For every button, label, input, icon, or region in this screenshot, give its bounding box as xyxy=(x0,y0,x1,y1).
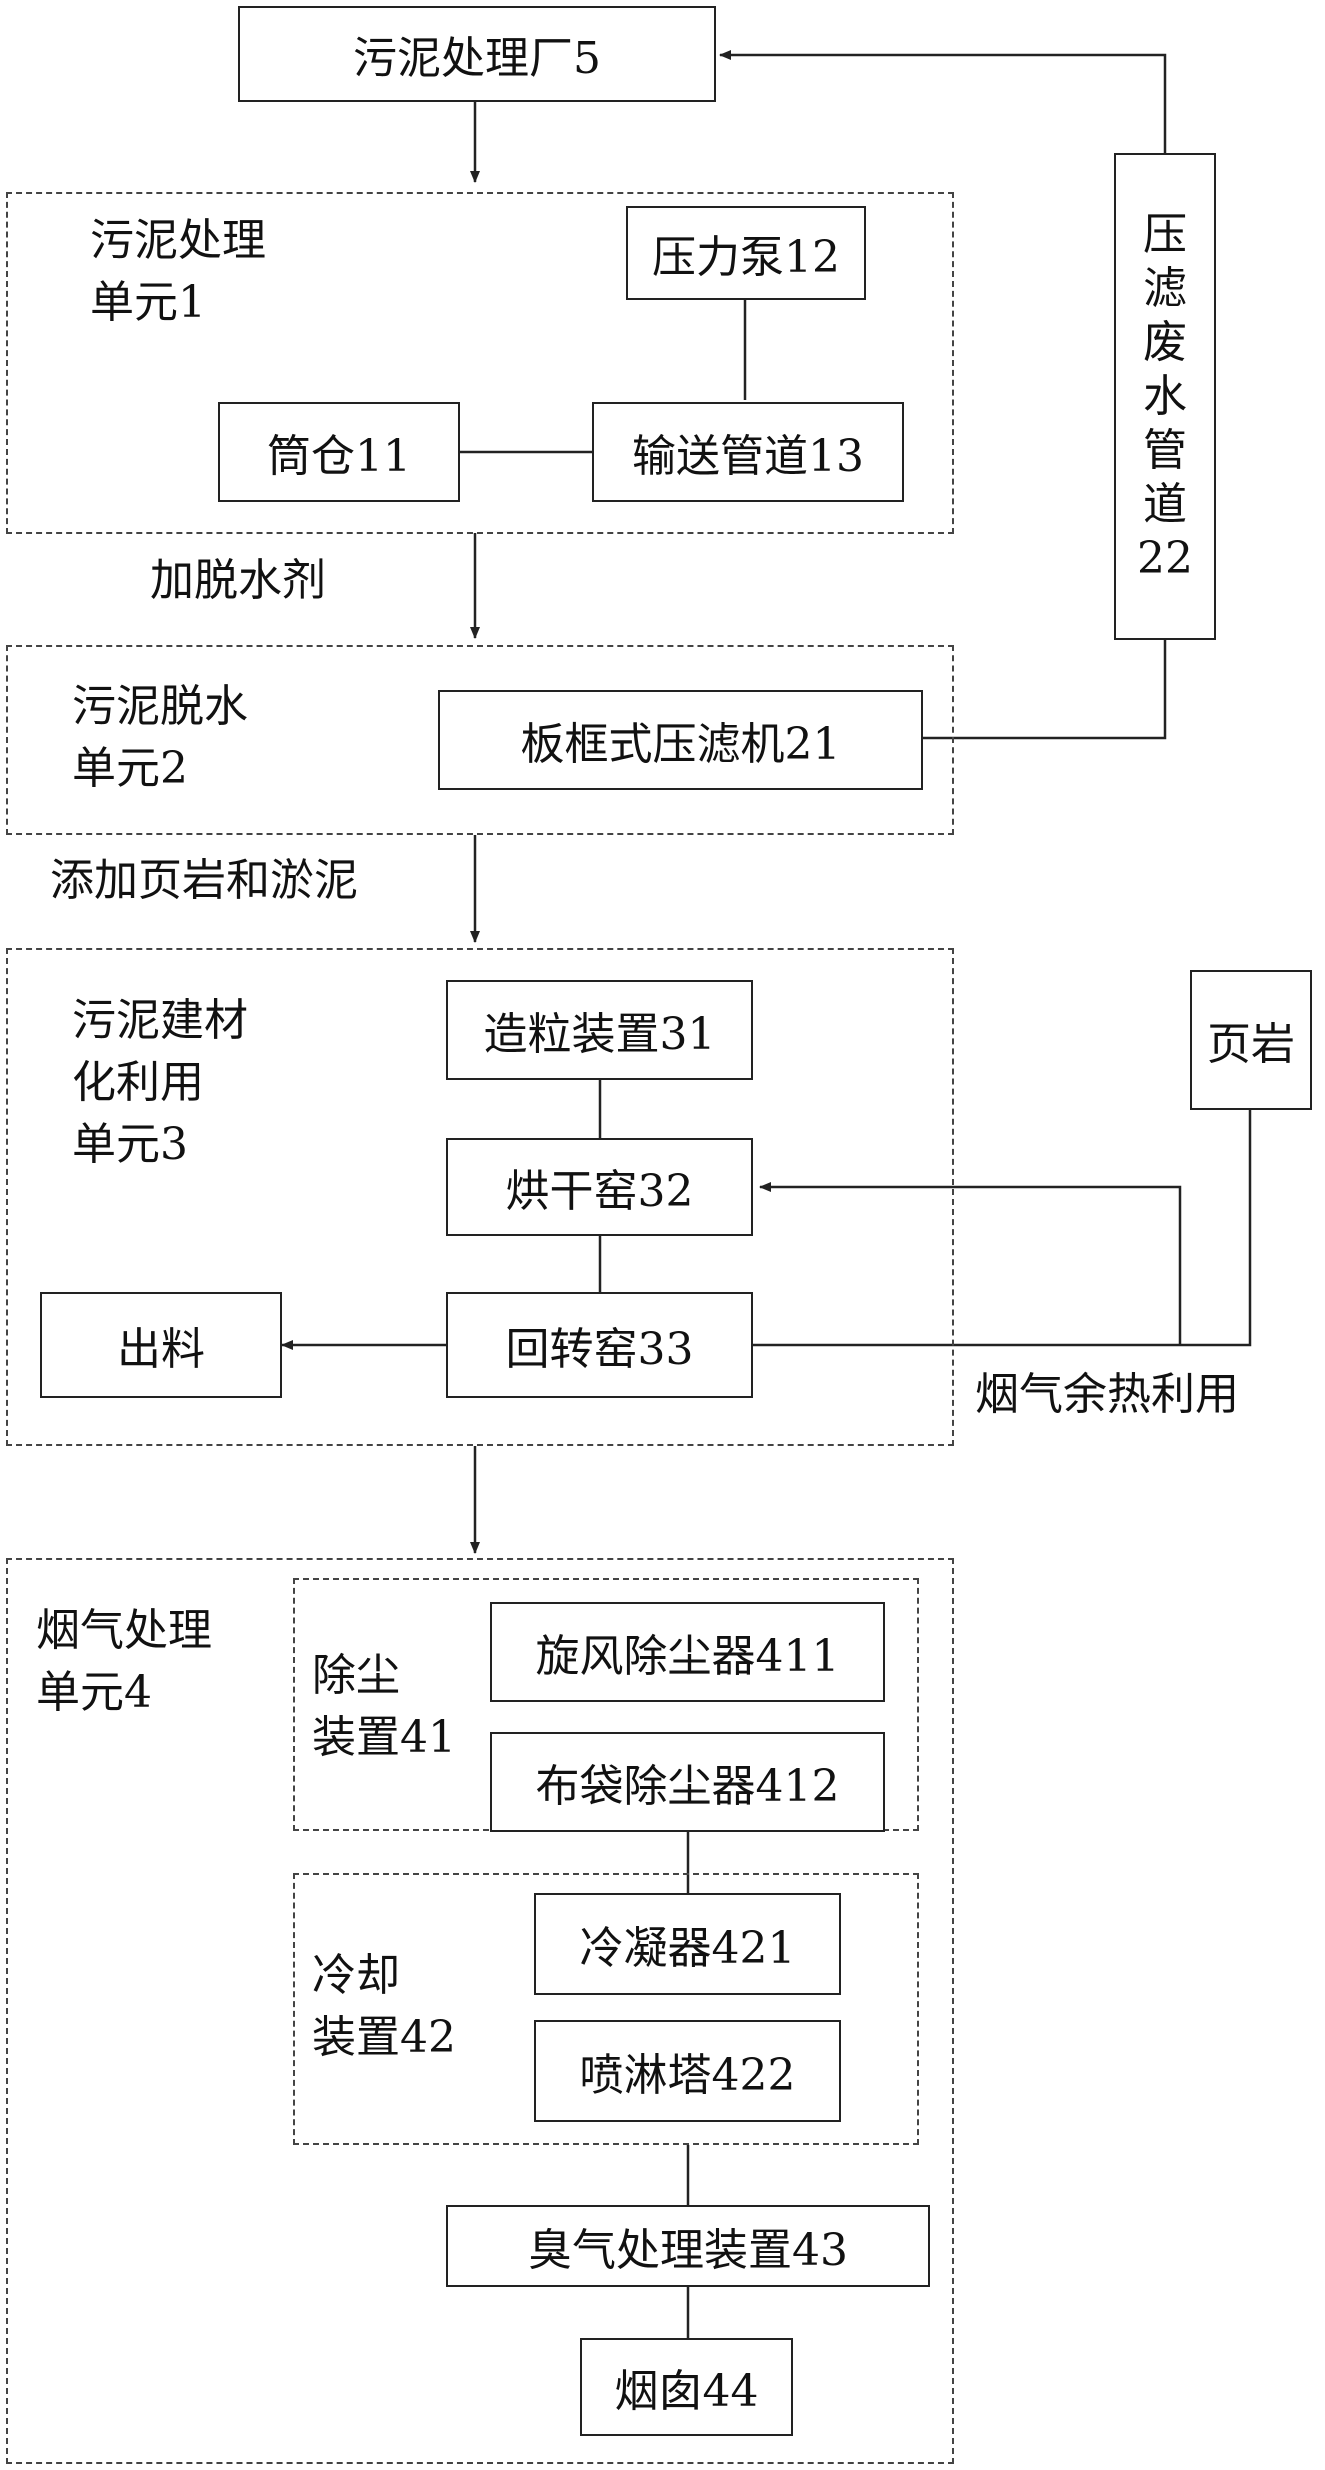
cooling-device xyxy=(293,1873,919,2145)
label-dewatering-agent: 加脱水剂 xyxy=(150,555,326,606)
cyclone-dust-collector: 旋风除尘器411 xyxy=(490,1602,885,1702)
arrow-pipe-to-plant xyxy=(719,50,1167,153)
arrow-heat-to-dryer xyxy=(759,1182,1182,1345)
line-filter-to-pipe xyxy=(923,640,1167,740)
discharge-output: 出料 xyxy=(40,1292,282,1398)
chimney: 烟囱44 xyxy=(580,2338,793,2436)
bag-dust-collector: 布袋除尘器412 xyxy=(490,1732,885,1832)
condenser: 冷凝器421 xyxy=(534,1893,841,1995)
sludge-treatment-plant: 污泥处理厂5 xyxy=(238,6,716,102)
label-add-shale-silt: 添加页岩和淤泥 xyxy=(50,855,358,906)
shale-source: 页岩 xyxy=(1190,970,1312,1110)
pressure-pump: 压力泵12 xyxy=(626,206,866,300)
label-flue-gas-heat-recovery: 烟气余热利用 xyxy=(975,1369,1239,1420)
line-shale xyxy=(1180,1110,1252,1347)
granulator: 造粒装置31 xyxy=(446,980,753,1080)
unit4-label: 烟气处理 单元4 xyxy=(36,1605,212,1718)
silo: 筒仓11 xyxy=(218,402,460,502)
unit1-label: 污泥处理 单元1 xyxy=(90,215,266,328)
building-material-unit xyxy=(6,948,954,1446)
cooling-label: 冷却 装置42 xyxy=(312,1950,456,2063)
dust-removal-label: 除尘 装置41 xyxy=(312,1650,456,1763)
flue-gas-treatment-unit xyxy=(6,1558,954,2464)
unit2-label: 污泥脱水 单元2 xyxy=(72,681,248,794)
spray-tower: 喷淋塔422 xyxy=(534,2020,841,2122)
sludge-dewatering-unit xyxy=(6,645,954,835)
conveying-pipeline: 输送管道13 xyxy=(592,402,904,502)
odor-treatment-device: 臭气处理装置43 xyxy=(446,2205,930,2287)
drying-kiln: 烘干窑32 xyxy=(446,1138,753,1236)
unit3-label: 污泥建材 化利用 单元3 xyxy=(72,995,248,1170)
plate-frame-filter-press: 板框式压滤机21 xyxy=(438,690,923,790)
sludge-treatment-unit xyxy=(6,192,954,534)
filtrate-pipe: 压 滤 废 水 管 道 22 xyxy=(1114,153,1216,640)
rotary-kiln: 回转窑33 xyxy=(446,1292,753,1398)
